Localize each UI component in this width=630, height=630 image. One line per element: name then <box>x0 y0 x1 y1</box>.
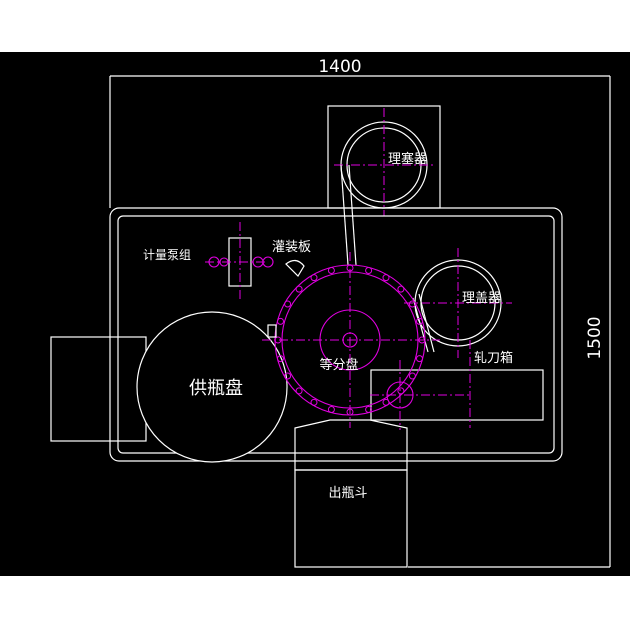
cap-sorter-label: 理盖器 <box>462 291 501 306</box>
metering-pump-group: 计量泵组 <box>143 222 274 300</box>
metering-pump-label: 计量泵组 <box>143 248 191 262</box>
star-wheel-label: 等分盘 <box>319 357 358 373</box>
star-wheel-pocket <box>310 274 318 282</box>
filling-plate: 灌装板 <box>272 240 311 277</box>
cork-sorter-label: 理塞器 <box>388 151 427 167</box>
star-wheel-pocket <box>382 398 390 406</box>
height-dimension: 1500 <box>585 316 605 359</box>
star-wheel-pocket <box>365 267 373 274</box>
crimping-box: 轧刀箱 <box>370 340 544 430</box>
machine-table-outer <box>109 207 563 462</box>
star-wheel-pocket <box>397 387 405 395</box>
machine-table-inner <box>117 215 555 454</box>
bottle-outlet-hopper: 出瓶斗 <box>294 419 408 568</box>
star-wheel-pocket <box>277 355 284 363</box>
star-wheel-pocket <box>295 285 303 293</box>
star-wheel-pocket <box>346 408 354 416</box>
star-wheel-pocket <box>277 317 284 325</box>
star-wheel-pocket <box>327 406 335 413</box>
star-wheel-pocket <box>346 264 354 272</box>
star-wheel-pocket <box>365 406 373 413</box>
overall-envelope <box>109 75 611 568</box>
star-wheel-pocket <box>418 336 426 344</box>
star-wheel: 等分盘 <box>262 252 440 428</box>
width-dimension: 1400 <box>318 57 361 77</box>
crimping-box-label: 轧刀箱 <box>474 350 513 366</box>
star-wheel-pocket <box>327 267 335 274</box>
bottle-supply-label: 供瓶盘 <box>189 378 243 399</box>
filling-plate-label: 灌装板 <box>272 240 311 255</box>
bottle-supply-disc <box>136 311 288 463</box>
star-wheel-pocket <box>408 372 416 380</box>
drawing-background <box>0 52 630 576</box>
star-wheel-pocket <box>274 336 282 344</box>
star-wheel-pocket <box>284 372 292 380</box>
star-wheel-pocket <box>408 300 416 308</box>
star-wheel-pocket <box>284 300 292 308</box>
star-wheel-pocket <box>416 317 423 325</box>
star-wheel-pocket <box>416 355 423 363</box>
star-wheel-notches <box>274 264 426 416</box>
star-wheel-pocket <box>397 285 405 293</box>
outlet-hopper-label: 出瓶斗 <box>328 486 367 501</box>
star-wheel-pocket <box>382 274 390 282</box>
star-wheel-pocket <box>295 387 303 395</box>
star-wheel-pocket <box>310 398 318 406</box>
bottle-supply-plate: 供瓶盘 <box>50 311 288 463</box>
